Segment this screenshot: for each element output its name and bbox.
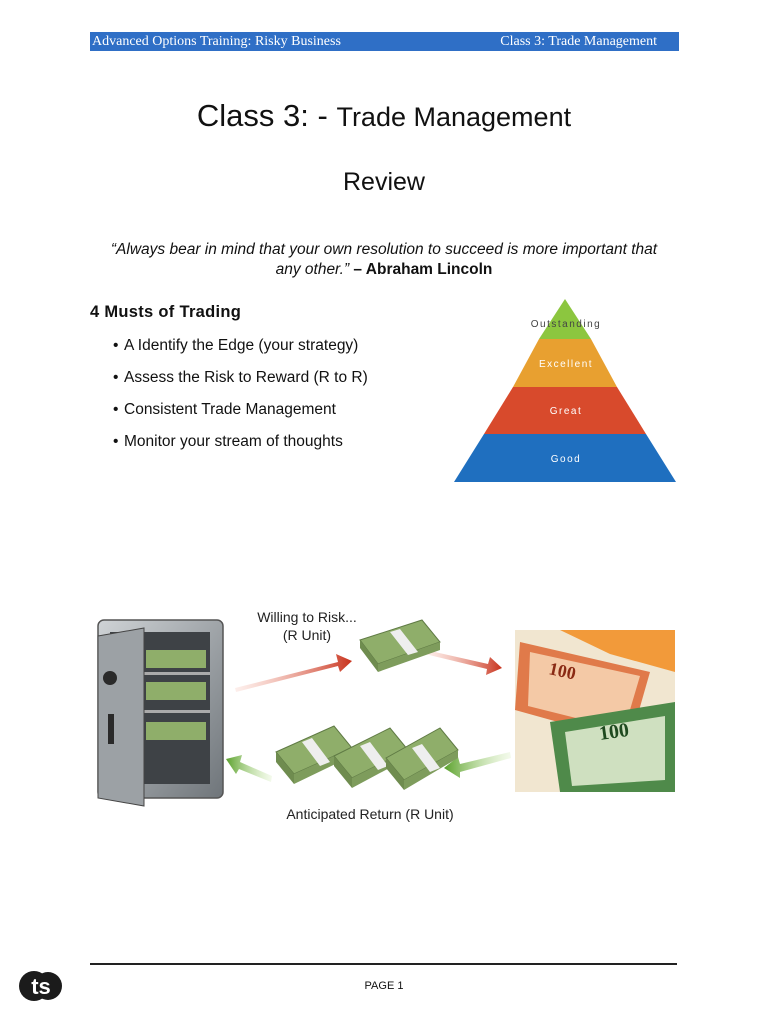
bullet-icon: • (113, 369, 119, 386)
pyramid-label-good: Good (551, 454, 581, 465)
list-item: • Assess the Risk to Reward (R to R) (113, 368, 368, 400)
quote-text: “Always bear in mind that your own resol… (110, 241, 658, 278)
list-item-text: Consistent Trade Management (124, 401, 336, 418)
running-header: Advanced Options Training: Risky Busines… (90, 32, 679, 51)
footer-divider (90, 963, 677, 965)
pyramid-label-outstanding: Outstanding (531, 319, 601, 330)
musts-list: • A Identify the Edge (your strategy) • As… (113, 336, 368, 464)
company-logo: ts (19, 971, 62, 1001)
page-title: Class 3: - Trade Management (0, 98, 768, 134)
header-left: Advanced Options Training: Risky Busines… (92, 34, 341, 49)
pyramid-label-great: Great (550, 406, 583, 417)
title-main: Class 3: - (196, 98, 328, 133)
header-right: Class 3: Trade Management (500, 34, 657, 49)
bullet-icon: • (113, 337, 119, 354)
pyramid-level-excellent (513, 339, 617, 387)
pyramid-level-outstanding (539, 299, 591, 339)
list-item: • Consistent Trade Management (113, 400, 368, 432)
pyramid-label-excellent: Excellent (539, 359, 593, 370)
page-number: PAGE 1 (364, 980, 404, 992)
money-stack-icon (359, 619, 441, 672)
list-item-text: Assess the Risk to Reward (R to R) (124, 369, 368, 386)
risk-label-line1: Willing to Risk... (257, 609, 357, 625)
pyramid-diagram: Outstanding Excellent Great Good (454, 299, 676, 482)
quote: “Always bear in mind that your own resol… (98, 240, 670, 280)
money-stacks-icon (275, 725, 459, 790)
risk-label-line2: (R Unit) (283, 627, 331, 643)
list-item: • Monitor your stream of thoughts (113, 432, 368, 464)
title-sub: Trade Management (336, 102, 572, 132)
musts-heading: 4 Musts of Trading (90, 303, 242, 321)
risk-reward-diagram: Willing to Risk... (R Unit) 100 100 Anti… (97, 609, 675, 822)
section-heading-review: Review (343, 168, 425, 196)
safe-icon (97, 619, 224, 807)
bullet-icon: • (113, 433, 119, 450)
list-item-text: Monitor your stream of thoughts (124, 433, 343, 450)
risk-arrow-icon (235, 650, 502, 692)
pyramid-level-good (454, 434, 676, 482)
list-item-text: A Identify the Edge (your strategy) (124, 337, 359, 354)
logo-text: ts (31, 974, 51, 999)
list-item: • A Identify the Edge (your strategy) (113, 336, 368, 368)
stock-certificates-icon: 100 100 (515, 630, 675, 792)
return-label: Anticipated Return (R Unit) (286, 806, 453, 822)
bullet-icon: • (113, 401, 119, 418)
pyramid-level-great (484, 387, 646, 434)
return-arrow-icon (226, 752, 511, 782)
quote-author: – Abraham Lincoln (349, 261, 493, 278)
bill-denomination: 100 (598, 719, 631, 745)
